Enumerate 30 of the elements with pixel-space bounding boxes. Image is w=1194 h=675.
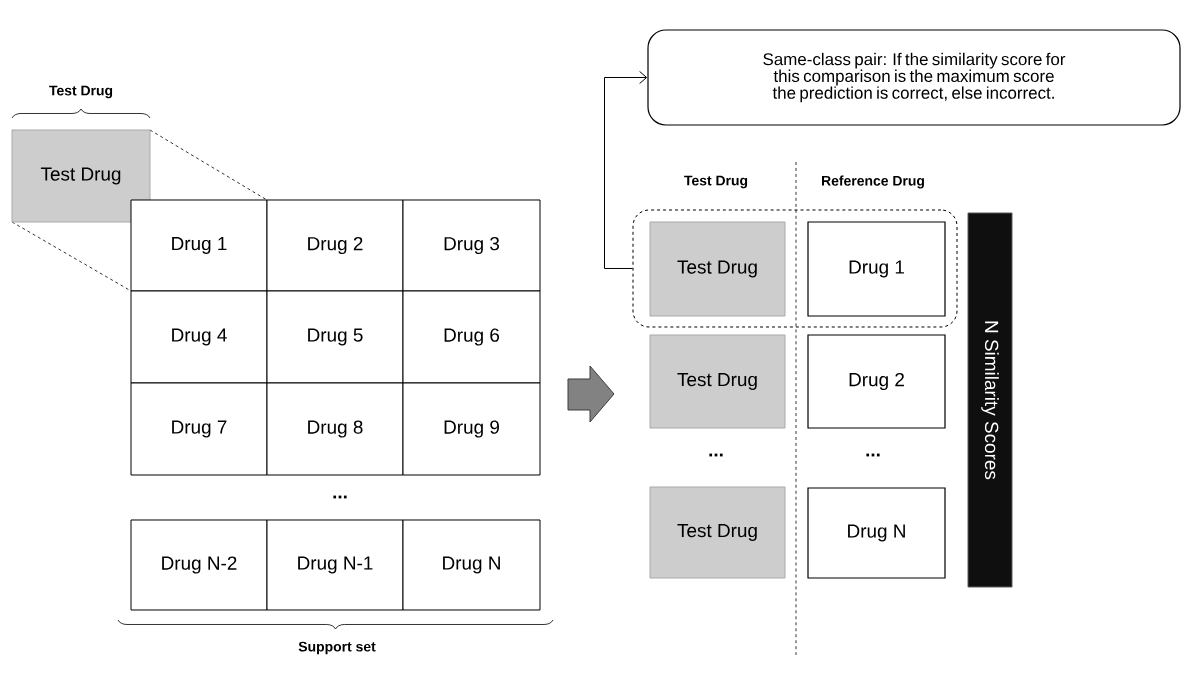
drug-cell: Drug 4 [130,290,268,384]
drug-cell: Drug N-2 [130,519,268,611]
score-bar: N Similarity Scores [967,212,1013,588]
drug-cell: Drug 1 [130,199,268,292]
drug-cell: Drug 5 [266,290,404,384]
heading: Support set [298,641,376,655]
drug-cell: Drug 3 [402,199,541,292]
heading: Test Drug [684,175,748,189]
connector-arrow [604,71,648,269]
drug-cell: Drug N [402,519,541,611]
test-drug-box: Test Drug [649,334,786,429]
ellipsis: ... [333,495,347,499]
drug-cell: Drug 9 [402,382,541,476]
test-drug-box: Test Drug [649,486,786,579]
reference-drug-box: Drug N [807,487,946,579]
drug-cell: Drug N-1 [266,519,404,611]
heading: Test Drug [49,85,113,99]
drug-cell: Drug 2 [266,199,404,292]
pair-group-box [632,209,958,328]
test-drug-box: Test Drug [11,129,151,223]
callout-box: Same-class pair: If the similarity score for this comparison is the maximum score the prediction is correct, else incorrect. [647,29,1181,126]
test-drug-box: Test Drug [649,221,786,317]
drug-cell: Drug 6 [402,290,541,384]
reference-drug-box: Drug 2 [807,334,946,429]
reference-drug-box: Drug 1 [807,221,946,317]
ellipsis: ... [866,453,880,457]
heading: Reference Drug [822,175,924,189]
ellipsis: ... [709,453,723,457]
drug-cell: Drug 8 [266,382,404,476]
drug-cell: Drug 7 [130,382,268,476]
